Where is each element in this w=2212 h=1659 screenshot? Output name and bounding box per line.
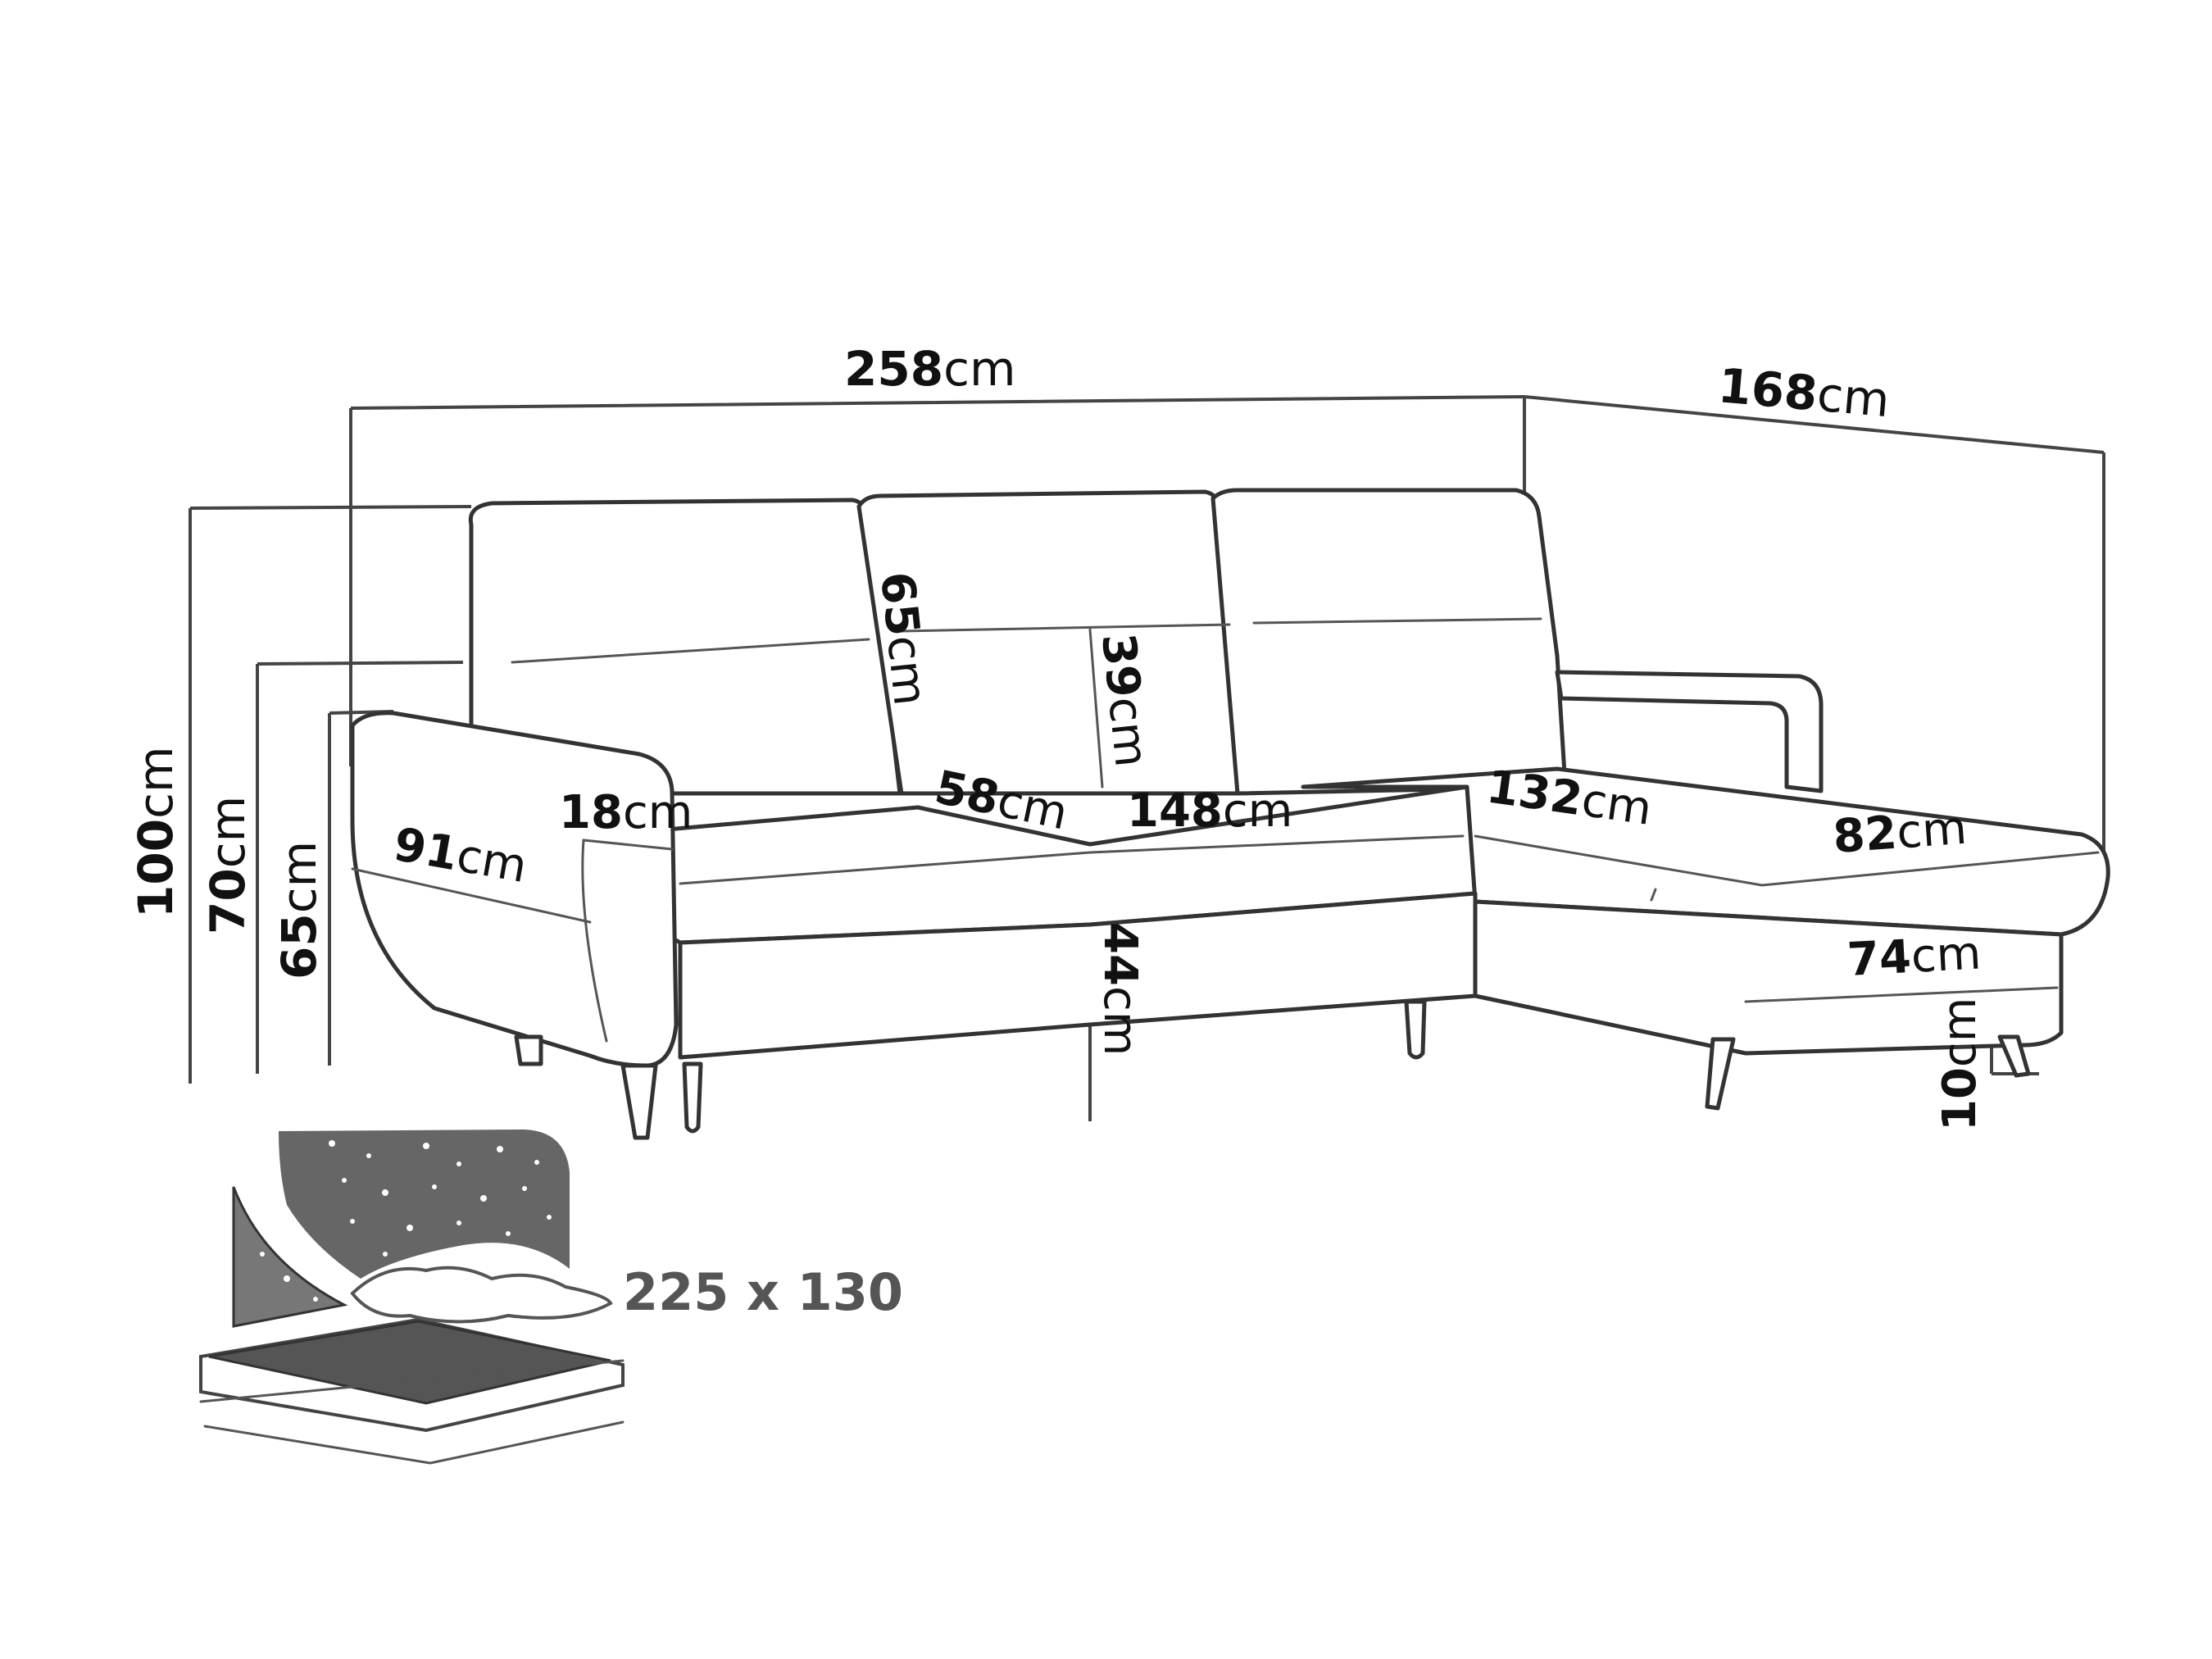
armrest-height-unit: cm xyxy=(271,841,327,913)
svg-text:74cm: 74cm xyxy=(1846,927,1982,987)
label-total-width: 258cm xyxy=(844,341,1015,397)
back-height-unit: cm xyxy=(200,796,256,868)
armrest-height-value: 65 xyxy=(271,913,327,979)
chaise-base-width-unit: cm xyxy=(1910,927,1983,984)
backrest-height-value: 65 xyxy=(870,570,929,639)
total-height-unit: cm xyxy=(128,747,184,819)
svg-text:65cm: 65cm xyxy=(870,570,937,708)
bed-with-starry-sky-icon xyxy=(199,1129,625,1465)
svg-text:58cm: 58cm xyxy=(930,761,1072,841)
label-total-height: 100cm xyxy=(128,747,184,918)
leg-height-unit: cm xyxy=(1933,998,1987,1067)
svg-text:100cm: 100cm xyxy=(128,747,184,918)
total-width-unit: cm xyxy=(943,341,1015,397)
seat-height-unit: cm xyxy=(1093,986,1147,1056)
svg-text:39cm: 39cm xyxy=(1091,631,1158,770)
svg-text:18cm: 18cm xyxy=(559,786,693,839)
chaise-length-unit: cm xyxy=(1815,366,1892,428)
stars xyxy=(260,1140,552,1302)
armrest-width-value: 18 xyxy=(559,786,623,839)
label-armrest-height: 65cm xyxy=(271,841,327,979)
label-seat-width: 148cm xyxy=(1127,784,1292,838)
label-total-depth: 91cm xyxy=(390,818,531,893)
label-chaise-length: 168cm xyxy=(1716,357,1892,428)
seat-depth-value: 58 xyxy=(930,761,1004,826)
label-seat-depth: 58cm xyxy=(930,761,1072,841)
chaise-seat-length-value: 132 xyxy=(1483,760,1586,826)
leg-height-value: 10 xyxy=(1933,1067,1987,1131)
seat-width-unit: cm xyxy=(1223,784,1292,838)
total-depth-unit: cm xyxy=(452,829,530,893)
sofa-outline xyxy=(350,488,2110,1140)
svg-text:44cm: 44cm xyxy=(1093,922,1147,1056)
label-bed-size: 225 x 130 xyxy=(623,1262,903,1322)
headrest-height-value: 39 xyxy=(1091,631,1151,700)
svg-text:82cm: 82cm xyxy=(1831,802,1968,864)
label-back-height: 70cm xyxy=(200,796,256,934)
svg-text:10cm: 10cm xyxy=(1933,998,1987,1131)
label-headrest-height: 39cm xyxy=(1091,631,1158,770)
label-leg-height: 10cm xyxy=(1933,998,1987,1131)
chaise-length-value: 168 xyxy=(1716,357,1820,421)
label-backrest-height: 65cm xyxy=(870,570,937,708)
seat-height-value: 44 xyxy=(1093,922,1147,986)
svg-text:258cm: 258cm xyxy=(844,341,1015,397)
seat-width-value: 148 xyxy=(1127,784,1223,838)
chaise-width-value: 82 xyxy=(1831,807,1898,864)
total-height-value: 100 xyxy=(128,819,184,918)
armrest-width-unit: cm xyxy=(623,786,693,839)
svg-text:148cm: 148cm xyxy=(1127,784,1292,838)
label-seat-height: 44cm xyxy=(1093,922,1147,1056)
svg-text:70cm: 70cm xyxy=(200,796,256,934)
svg-text:168cm: 168cm xyxy=(1716,357,1892,428)
chaise-width-unit: cm xyxy=(1895,802,1969,860)
bed-size-label: 225 x 130 xyxy=(623,1262,903,1322)
label-chaise-seat-length: 132cm xyxy=(1483,760,1655,836)
headrest-height-unit: cm xyxy=(1097,694,1158,770)
total-width-value: 258 xyxy=(844,341,943,397)
backrest-height-unit: cm xyxy=(876,633,937,708)
back-height-value: 70 xyxy=(200,868,256,934)
label-chaise-base-width: 74cm xyxy=(1846,927,1982,987)
svg-text:132cm: 132cm xyxy=(1483,760,1655,836)
chaise-seat-length-unit: cm xyxy=(1578,774,1656,836)
svg-text:91cm: 91cm xyxy=(390,818,531,893)
chaise-base-width-value: 74 xyxy=(1846,930,1912,987)
label-chaise-width: 82cm xyxy=(1831,802,1968,864)
total-depth-value: 91 xyxy=(390,818,462,882)
svg-text:65cm: 65cm xyxy=(271,841,327,979)
label-armrest-width: 18cm xyxy=(559,786,693,839)
